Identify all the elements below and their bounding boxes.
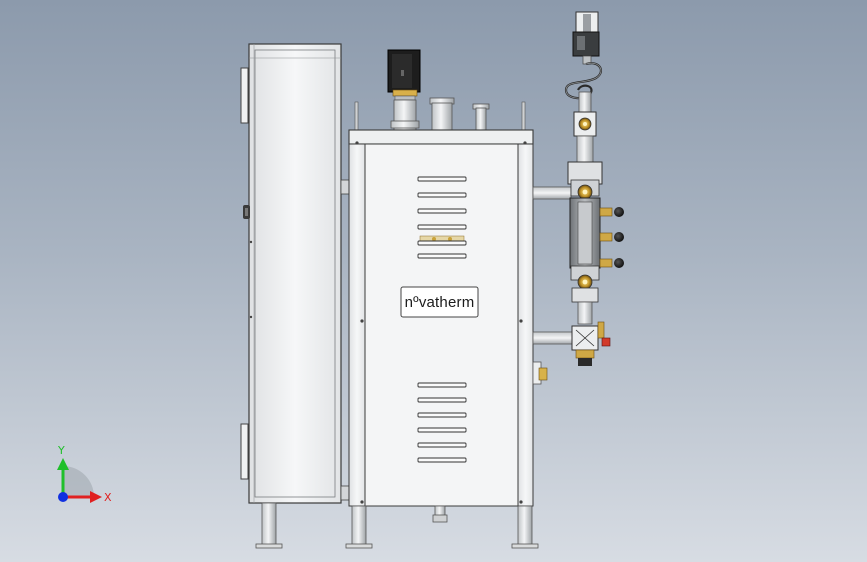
drain-ball-valve[interactable] [571, 321, 611, 366]
upper-sight-fitting [577, 184, 593, 200]
x-axis-arrow-icon [90, 491, 102, 503]
lower-sight-fitting [577, 274, 593, 290]
top-fittings [354, 49, 526, 131]
x-axis-label: X [104, 491, 112, 504]
water-level-column[interactable] [532, 11, 624, 366]
y-axis-label: Y [57, 444, 65, 457]
brand-logo-plate: nºvatherm [400, 286, 479, 318]
level-probe-1[interactable] [599, 207, 624, 217]
axis-triad: Y X [57, 444, 112, 504]
lower-vent-grille [417, 382, 467, 463]
cabinet-lock-icon[interactable] [243, 205, 250, 219]
motor-actuator[interactable] [387, 49, 421, 101]
brand-logo-text: nºvatherm [405, 294, 475, 311]
upper-vent-grille [417, 176, 467, 259]
top-valve[interactable] [573, 111, 597, 137]
electrical-cabinet[interactable] [240, 43, 351, 549]
boiler-body[interactable]: nºvatherm [345, 129, 548, 549]
z-axis-origin-icon [58, 492, 68, 502]
y-axis-arrow-icon [57, 458, 69, 470]
level-probe-2[interactable] [599, 232, 624, 242]
pressure-switch[interactable] [564, 11, 603, 100]
level-probe-3[interactable] [599, 258, 624, 268]
